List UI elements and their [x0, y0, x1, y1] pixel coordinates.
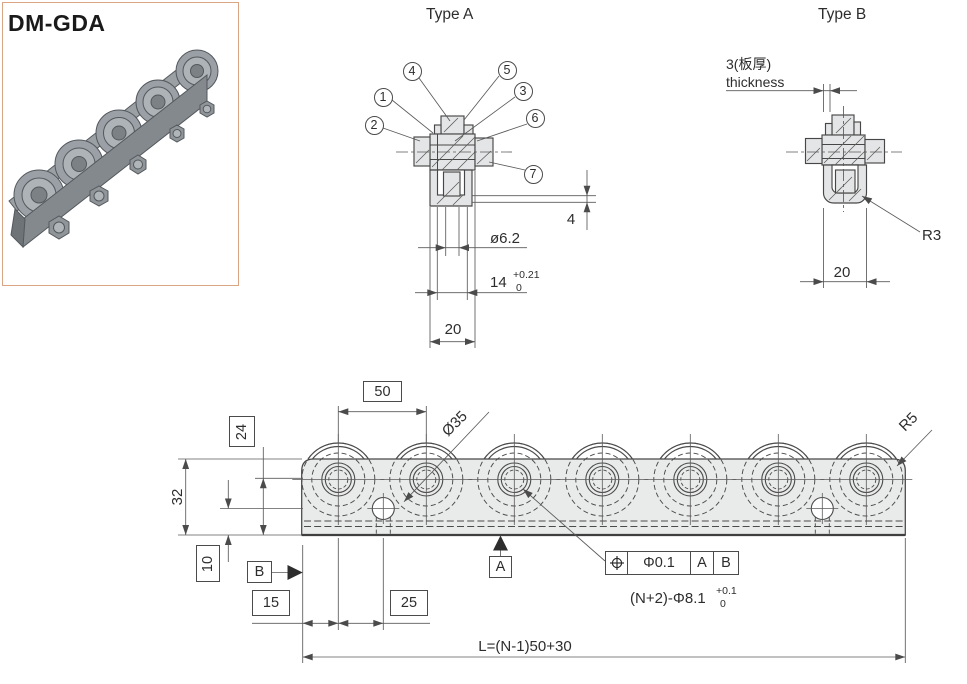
position-tolerance-icon: [605, 551, 628, 575]
balloon-5: 5: [497, 60, 517, 80]
fcf-datum1-cell: A: [691, 551, 714, 575]
feature-control-frame: Φ0.1 A B: [605, 551, 739, 575]
datum-a-triangle: [493, 535, 508, 551]
corner-radius-label: R5: [896, 409, 922, 435]
dim-14-tol-minus: 0: [516, 282, 522, 294]
dim-20b-label: 20: [834, 264, 851, 281]
type-a-title: Type A: [426, 6, 474, 23]
profile-dimension-lines: [178, 406, 933, 663]
render-rollers: [13, 49, 219, 221]
dim-hole-label: ø6.2: [490, 230, 520, 247]
datum-b-box: B: [247, 561, 272, 583]
roller-diameter-label: Ø35: [439, 408, 471, 440]
balloon-4: 4: [402, 61, 422, 81]
render-bolts: [48, 100, 215, 240]
dim-10-box: 10: [196, 545, 220, 582]
roller-diameter-leader: [403, 411, 490, 502]
dim-15-box: 15: [252, 590, 290, 616]
balloon-1: 1: [373, 87, 393, 107]
mounting-holes: [367, 493, 839, 534]
dim-24-box: 24: [229, 416, 255, 447]
thickness-cjk-label: 3(板厚): [726, 56, 771, 72]
r3-label: R3: [922, 227, 941, 244]
dim-32-label: 32: [169, 489, 186, 506]
profile-view: [292, 434, 913, 537]
balloon-7: 7: [523, 164, 543, 184]
dim-14-label: 14: [490, 274, 507, 291]
balloon-3: 3: [513, 81, 533, 101]
thickness-en-label: thickness: [726, 74, 784, 90]
product-title: DM-GDA: [8, 10, 106, 36]
fcf-leader: [522, 488, 606, 562]
type-a-hatching: [415, 117, 492, 206]
product-photo-frame: [2, 2, 239, 286]
type-a-left-bolt: [413, 136, 431, 167]
dim-25-box: 25: [390, 590, 428, 616]
type-b-title: Type B: [818, 6, 867, 23]
type-a-balloon-leaders: [382, 75, 528, 171]
arrowheads: [182, 87, 907, 661]
fcf-tolerance-cell: Φ0.1: [628, 551, 691, 575]
dim-20a-label: 20: [445, 321, 462, 338]
r3-leader: [861, 195, 921, 233]
dim-4-label: 4: [567, 211, 575, 228]
dim-14-tol-plus: +0.21: [513, 269, 540, 281]
dim-50-box: 50: [363, 381, 402, 402]
balloon-2: 2: [364, 115, 384, 135]
type-a-dimension-lines: [415, 170, 596, 348]
product-3d-render: [8, 49, 219, 249]
type-b-section: [726, 84, 921, 288]
render-rail-end: [10, 207, 26, 249]
fcf-datum2-cell: B: [714, 551, 739, 575]
hole-note-tol-plus: +0.1: [716, 585, 737, 597]
type-b-left-bolt: [804, 137, 823, 165]
balloon-6: 6: [525, 108, 545, 128]
length-formula-label: L=(N-1)50+30: [478, 638, 571, 655]
hole-note-tol-minus: 0: [720, 598, 726, 610]
type-b-hatching: [806, 117, 881, 202]
type-a-section: [382, 75, 596, 348]
datum-b-triangle: [287, 565, 303, 580]
hole-note-label: (N+2)-Φ8.1: [630, 590, 706, 607]
datum-a-box: A: [489, 556, 512, 578]
